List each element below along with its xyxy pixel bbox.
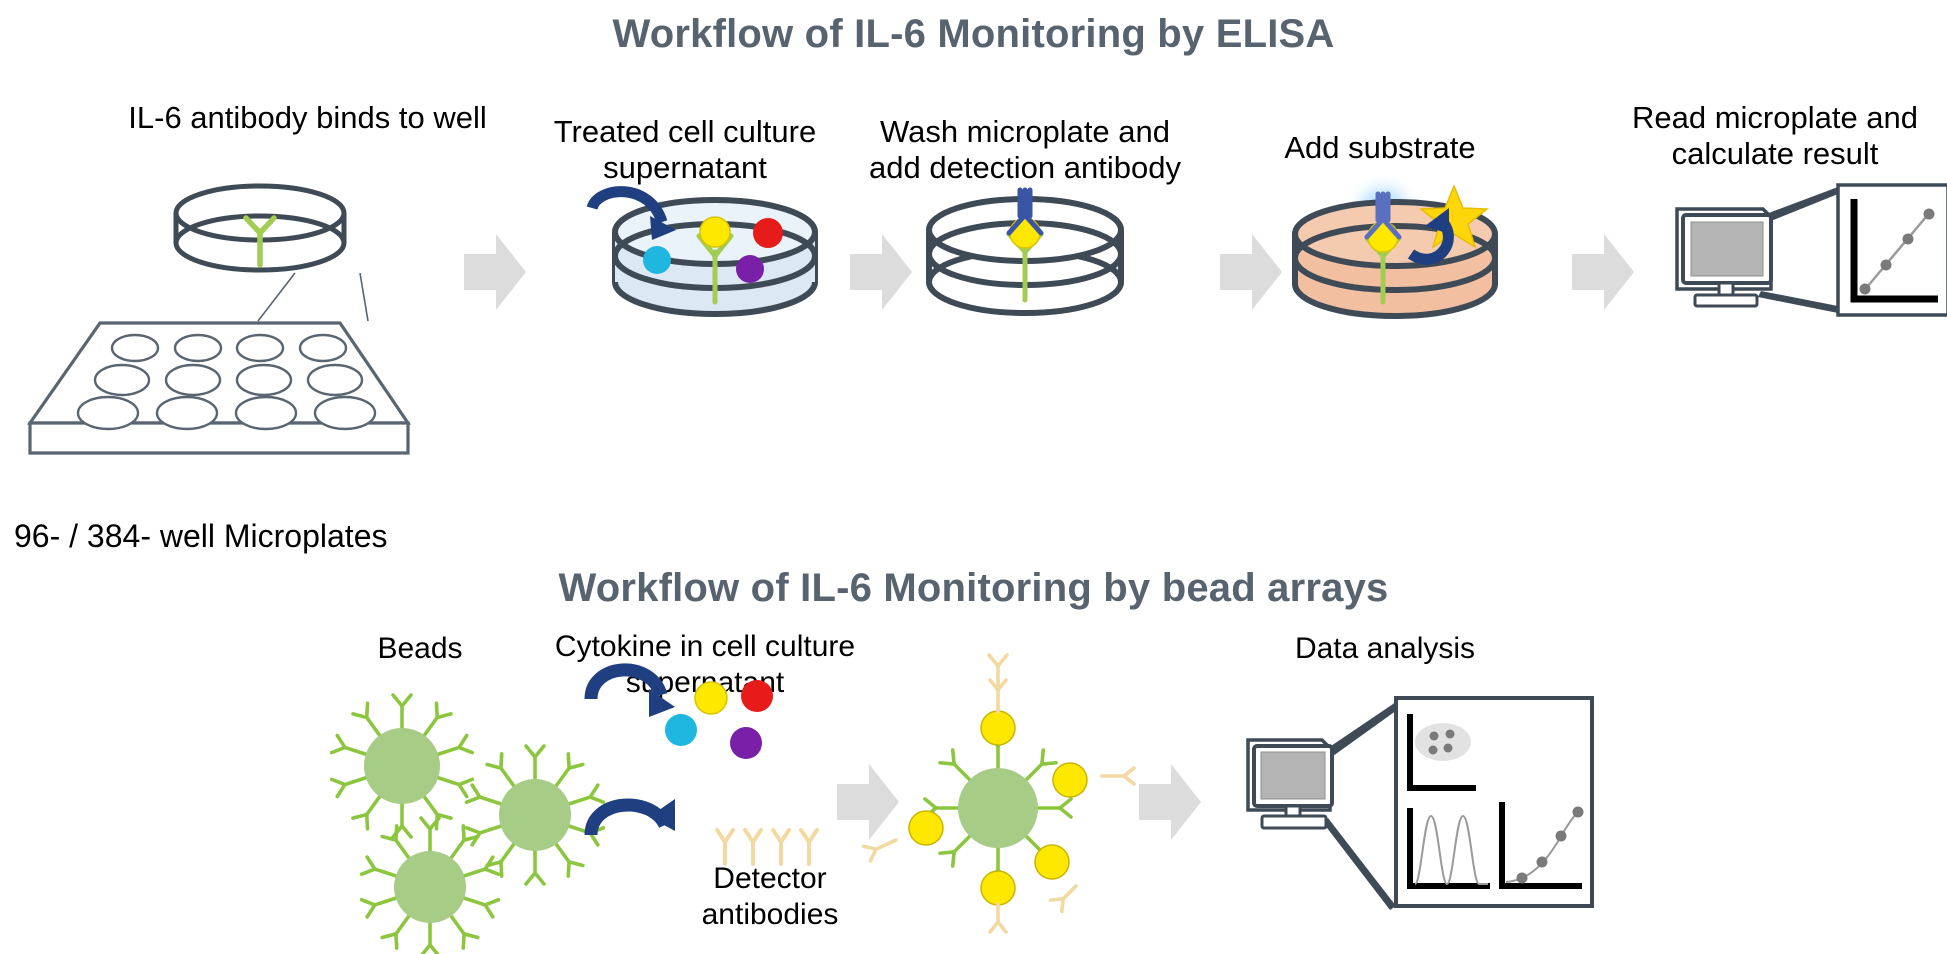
step-label-add-substrate: Add substrate xyxy=(1284,130,1476,165)
elisa-workflow-title: Workflow of IL-6 Monitoring by ELISA xyxy=(612,12,1335,56)
step-label-wash-line1: Wash microplate and xyxy=(879,114,1171,149)
bead-sandwich-complex-icon xyxy=(861,653,1140,940)
step-label-beads: Beads xyxy=(377,632,463,665)
step-label-read-line1: Read microplate and xyxy=(1631,100,1919,135)
microplate-caption: 96- / 384- well Microplates xyxy=(14,518,388,554)
detector-antibodies-icon xyxy=(713,826,823,866)
monitor-standard-curve-icon xyxy=(1655,183,1947,325)
flow-arrow-3-icon xyxy=(1218,232,1284,312)
flow-arrow-5-icon xyxy=(835,762,901,842)
petri-dish-supernatant-icon xyxy=(580,186,850,320)
flow-arrow-6-icon xyxy=(1137,762,1203,842)
petri-dish-substrate-icon xyxy=(1265,172,1555,323)
step-label-detector-line2: antibodies xyxy=(701,898,839,931)
flow-arrow-1-icon xyxy=(462,232,528,312)
antibody-coated-beads-icon xyxy=(329,690,670,954)
step-label-supernatant-line2: supernatant xyxy=(603,150,767,185)
step-label-cytokine-line1: Cytokine in cell culture xyxy=(554,630,856,663)
step-label-wash-line2: add detection antibody xyxy=(869,150,1181,185)
microplate-with-well-icon xyxy=(10,183,450,455)
bead-workflow-title: Workflow of IL-6 Monitoring by bead arra… xyxy=(558,566,1389,610)
step-label-supernatant-line1: Treated cell culture xyxy=(553,114,817,149)
flow-arrow-2-icon xyxy=(848,232,914,312)
flow-arrow-4-icon xyxy=(1570,232,1636,312)
monitor-multiplot-icon xyxy=(1230,690,1600,920)
step-label-antibody-binds: IL-6 antibody binds to well xyxy=(128,100,487,135)
step-label-detector-line1: Detector xyxy=(713,862,827,895)
step-label-read-line2: calculate result xyxy=(1671,136,1879,171)
petri-dish-sandwich-icon xyxy=(900,187,1150,320)
step-label-data-analysis: Data analysis xyxy=(1294,632,1476,665)
cytokines-icon xyxy=(575,663,775,865)
